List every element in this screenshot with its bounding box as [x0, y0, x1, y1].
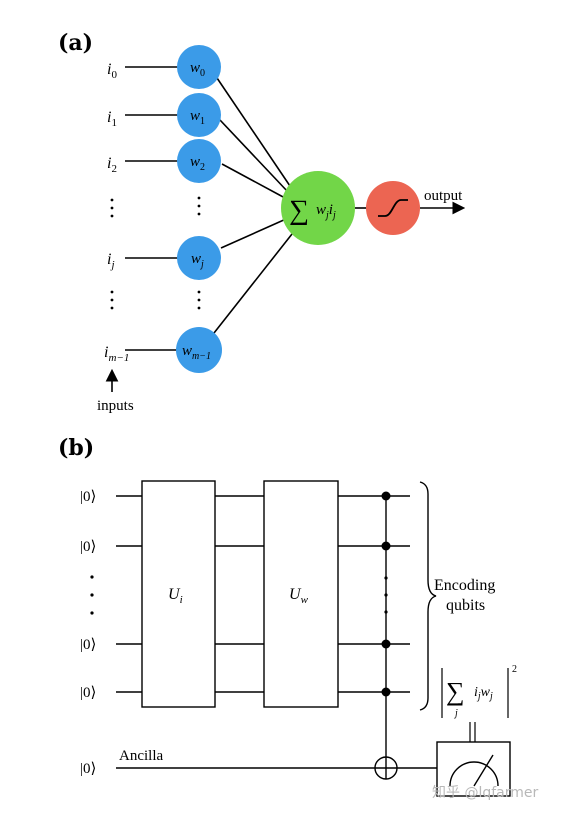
weight-ellipsis-upper [197, 196, 201, 216]
meter-needle-icon [473, 754, 494, 787]
input-ellipsis-lower [110, 290, 114, 310]
input-label-1: i1 [107, 109, 117, 129]
svg-text:ijwj: ijwj [474, 685, 493, 702]
inputs-label: inputs [97, 398, 134, 414]
weight-node-1: w1 [177, 93, 221, 137]
weight-to-sum-lines [213, 77, 293, 334]
input-label-j: ij [107, 251, 115, 271]
weight-node-j: wj [177, 236, 221, 280]
weight-node-m-minus-1: wm−1 [176, 327, 222, 373]
svg-text:wjij: wjij [316, 202, 336, 221]
multi-controlled-not [374, 491, 398, 780]
meter-arc-icon [449, 761, 499, 787]
control-dot-3 [381, 687, 391, 697]
control-dot-1 [381, 541, 391, 551]
classical-output-wire [469, 722, 476, 742]
gate-ui: Ui [141, 480, 216, 708]
ket-label-2: |0⟩ [80, 637, 96, 653]
svg-text:2: 2 [512, 664, 517, 675]
svg-text:j: j [453, 708, 458, 719]
qubit-wires [116, 495, 410, 693]
brace-label-line1: Encoding [434, 577, 495, 594]
input-label-2: i2 [107, 155, 117, 175]
panel-a-label: (a) [58, 30, 93, 56]
brace-label-line2: qubits [446, 597, 485, 614]
ket-label-3: |0⟩ [80, 685, 96, 701]
svg-text:w0: w0 [190, 60, 205, 79]
control-ellipsis [384, 576, 388, 614]
control-dot-0 [381, 491, 391, 501]
ket-label-ancilla: |0⟩ [80, 761, 96, 777]
watermark: 知乎 @lqfarmer [432, 784, 538, 801]
encoding-brace [419, 481, 437, 711]
input-label-0: i0 [107, 61, 117, 81]
sigmoid-icon [378, 199, 408, 217]
ancilla-label: Ancilla [119, 748, 163, 764]
weight-node-0: w0 [177, 45, 221, 89]
svg-text:Ui: Ui [168, 586, 183, 606]
weight-ellipsis-lower [197, 290, 201, 310]
svg-text:∑: ∑ [289, 195, 309, 226]
input-lines [125, 66, 180, 351]
input-label-m-minus-1: im−1 [104, 344, 129, 364]
svg-text:w2: w2 [190, 154, 205, 173]
weight-node-2: w2 [177, 139, 221, 183]
ket-ellipsis [90, 575, 94, 615]
output-label: output [424, 188, 463, 204]
control-dot-2 [381, 639, 391, 649]
svg-text:Uw: Uw [289, 586, 309, 606]
svg-text:∑: ∑ [446, 677, 465, 706]
svg-text:w1: w1 [190, 108, 205, 127]
ket-label-1: |0⟩ [80, 539, 96, 555]
ket-label-0: |0⟩ [80, 489, 96, 505]
measurement-meter [436, 741, 511, 797]
svg-text:wm−1: wm−1 [182, 343, 211, 362]
panel-b-label: (b) [58, 435, 94, 461]
svg-text:wj: wj [191, 251, 204, 270]
gate-uw: Uw [263, 480, 339, 708]
input-ellipsis-upper [110, 198, 114, 218]
measurement-formula: ∑ j ijwj 2 [441, 664, 517, 719]
sum-node: ∑ wjij [281, 171, 355, 245]
activation-node [366, 181, 420, 235]
